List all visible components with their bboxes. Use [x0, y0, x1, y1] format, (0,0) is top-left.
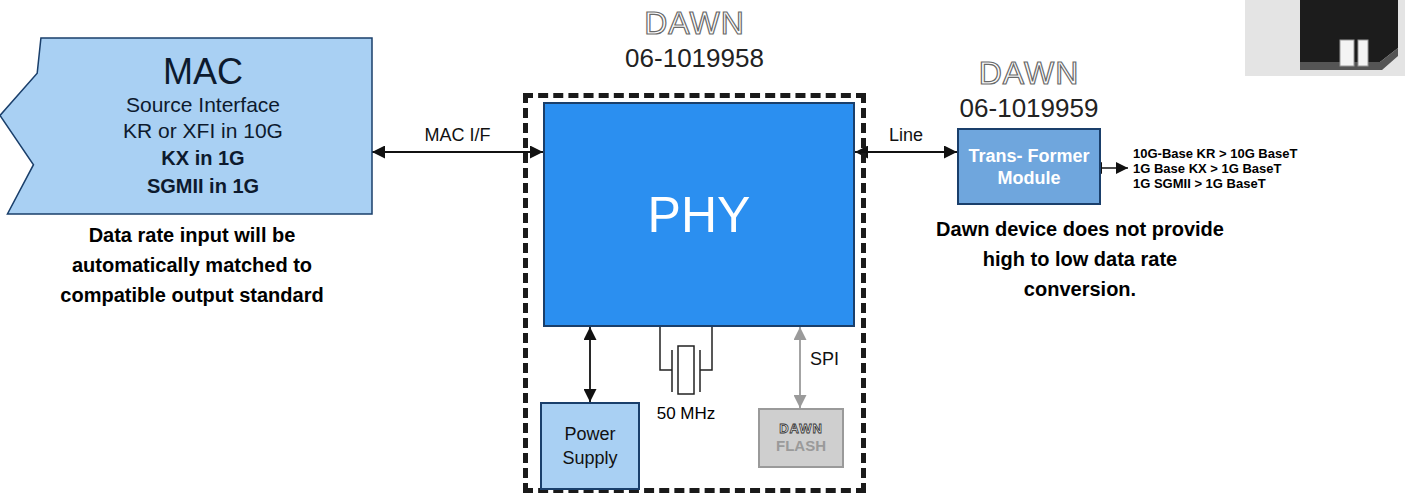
crystal-lead — [660, 327, 672, 370]
phy-chip: PHY — [543, 102, 855, 327]
crystal-body — [678, 346, 694, 394]
spi-link — [799, 327, 801, 408]
transformer-box: DAWN06-1019959Trans- Former Module — [957, 128, 1101, 205]
clock-frequency: 50 MHz — [641, 404, 731, 424]
power-link — [589, 327, 591, 402]
interface-text: SGMII in 1G — [147, 172, 259, 200]
line-link — [855, 151, 957, 153]
chip-connector — [1358, 40, 1368, 66]
interface-text: KX in 1G — [161, 144, 244, 172]
block-title: PHY — [648, 186, 751, 244]
crystal-plate — [671, 350, 673, 392]
mac-block: MACSource InterfaceKR or XFI in 10GKX in… — [0, 38, 372, 214]
mac-interface-link — [372, 151, 543, 153]
standard-conversion: 1G Base KX > 1G BaseT — [1133, 161, 1282, 176]
interface-text: KR or XFI in 10G — [123, 118, 283, 144]
part-number: 06-1019958 — [625, 43, 764, 73]
mac-shape — [0, 38, 372, 214]
standard-conversion: 1G SGMII > 1G BaseT — [1133, 176, 1266, 191]
block-title: MAC — [163, 52, 243, 92]
block-title: Power Supply — [548, 422, 632, 470]
connector-label: MAC I/F — [423, 125, 493, 146]
power-supply-box: Power Supply — [540, 402, 640, 490]
standard-conversion: 10G-Base KR > 10G BaseT — [1133, 146, 1297, 161]
flash-box: DAWNFLASH — [758, 408, 844, 468]
crystal-lead — [700, 327, 712, 370]
brand-name: DAWN — [979, 55, 1080, 91]
part-number: 06-1019959 — [960, 93, 1099, 123]
chip-connector — [1340, 40, 1354, 66]
connector-label: SPI — [808, 349, 841, 370]
crystal-plate — [699, 350, 701, 392]
crystal-symbol — [660, 327, 712, 394]
note-text: Dawn device does not provide high to low… — [935, 214, 1225, 304]
block-title: Trans- Former Module — [967, 145, 1091, 189]
brand-name: DAWN — [779, 421, 823, 437]
block-title: FLASH — [776, 437, 826, 455]
photo-ground — [1245, 0, 1405, 76]
chip-photo — [1245, 0, 1405, 76]
interface-text: Source Interface — [126, 92, 280, 118]
connector-label: Line — [887, 125, 925, 146]
brand-name: DAWN — [644, 5, 745, 41]
module-boundary: DAWN06-1019958PHYPower SupplyDAWNFLASH — [523, 93, 866, 493]
note-text: Data rate input will be automatically ma… — [22, 220, 362, 310]
